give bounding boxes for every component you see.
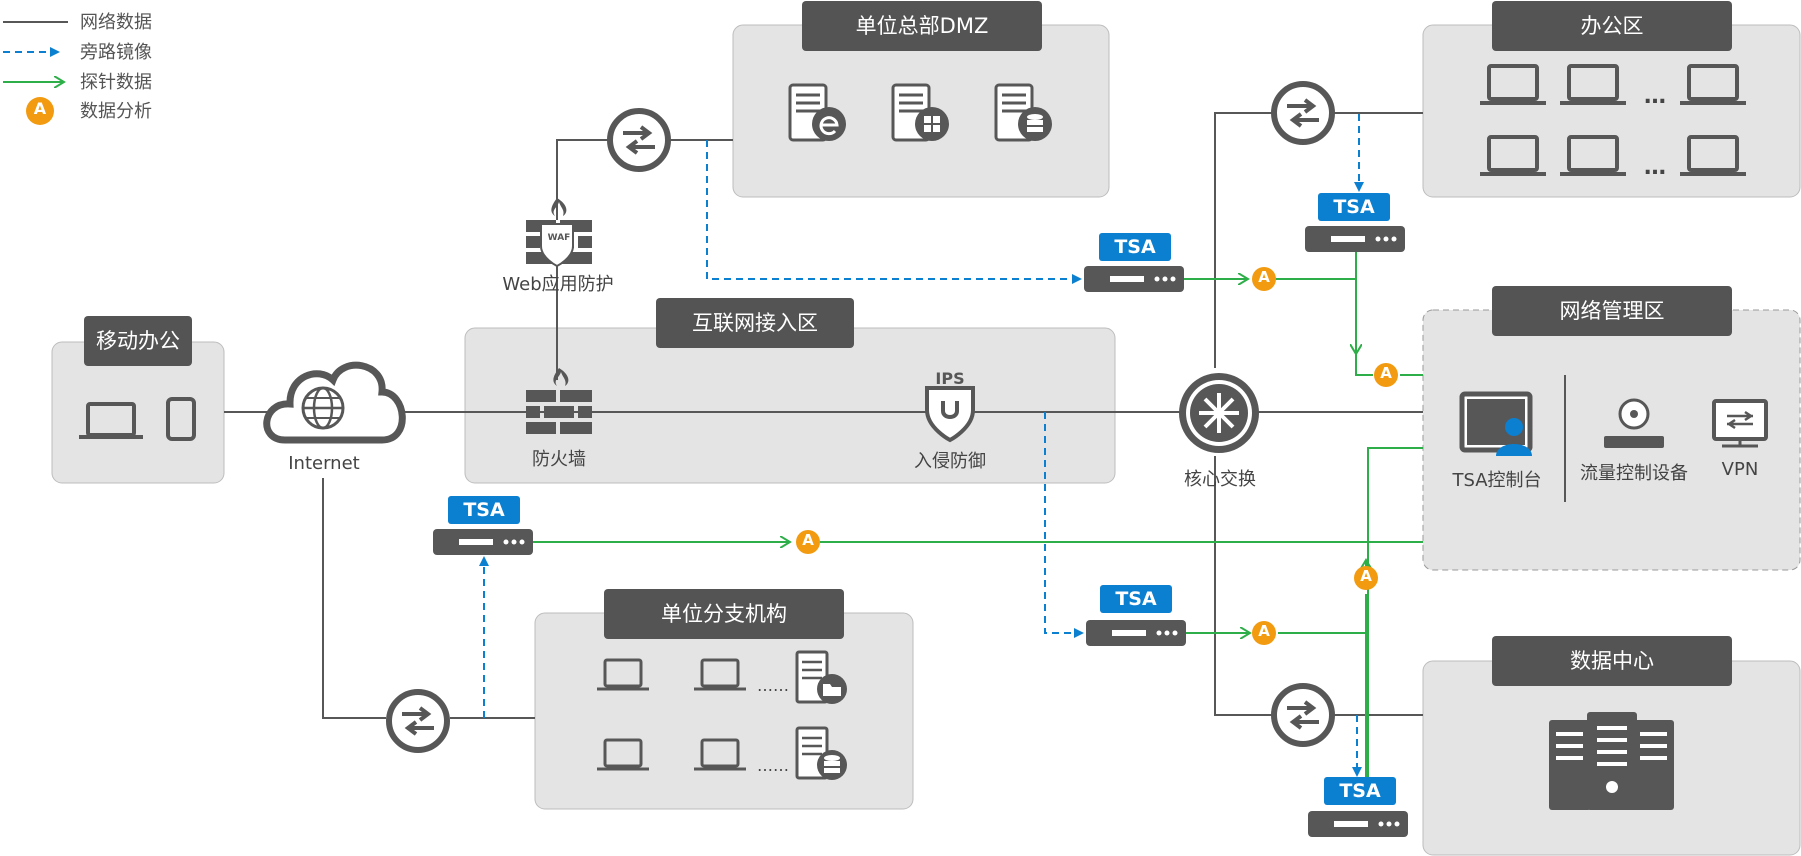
legend-label: 探针数据	[80, 72, 152, 93]
ips-shield-icon	[925, 386, 975, 443]
tsa-tag: TSA	[1099, 233, 1171, 261]
tsa-device	[1305, 226, 1405, 252]
vpn-icon	[1712, 399, 1768, 448]
cloud-icon	[263, 361, 406, 444]
analysis-marker-label: A	[1258, 622, 1270, 640]
analysis-marker-label: A	[1380, 364, 1392, 382]
zone-title-mobile: 移动办公	[84, 316, 192, 366]
legend-data-analysis: 数据分析	[0, 101, 200, 123]
waf-label: Web应用防护	[502, 274, 614, 295]
branch-dots: ……	[757, 756, 789, 775]
analysis-marker-label: A	[802, 531, 814, 549]
analysis-marker-label: A	[1258, 268, 1270, 286]
core-switch-icon	[1179, 373, 1259, 453]
firewall-icon	[526, 368, 592, 434]
legend-analysis-mark: A	[33, 99, 47, 118]
tsa-tag: TSA	[1324, 777, 1396, 805]
office-ellipsis: …	[1644, 84, 1666, 109]
legend-label: 网络数据	[80, 12, 152, 33]
network-data-lines	[224, 112, 1423, 719]
vpn-label: VPN	[1721, 459, 1759, 480]
windows-server-icon	[891, 83, 949, 142]
zone-title-branch: 单位分支机构	[604, 589, 844, 639]
waf-badge: WAF	[547, 233, 571, 243]
tsa-tag: TSA	[1318, 193, 1390, 221]
tsa-device	[433, 529, 533, 555]
probe-data-lines	[533, 251, 1423, 790]
tsa-console-icon	[1459, 391, 1533, 456]
flow-control-icon	[1604, 398, 1664, 448]
ips-label: 入侵防御	[914, 451, 986, 472]
legend-bypass-mirror: 旁路镜像	[0, 42, 200, 64]
legend-symbols	[3, 21, 68, 125]
tsa-device	[1308, 811, 1408, 837]
internet-label: Internet	[288, 453, 360, 474]
router-icon	[1271, 683, 1335, 747]
router-icon	[607, 108, 671, 172]
datacenter-servers-icon	[1549, 712, 1674, 810]
branch-dots: ……	[757, 676, 789, 695]
firewall-label: 防火墙	[532, 449, 586, 470]
legend-label: 数据分析	[80, 101, 152, 122]
tsa-tag: TSA	[448, 496, 520, 524]
legend-label: 旁路镜像	[80, 42, 152, 63]
router-icon	[1271, 81, 1335, 145]
file-server-icon	[795, 650, 847, 704]
zone-title-office: 办公区	[1492, 1, 1732, 51]
core-switch-label: 核心交换	[1184, 469, 1256, 490]
office-ellipsis: …	[1644, 155, 1666, 180]
database-server-icon	[994, 83, 1052, 142]
waf-firewall-icon	[526, 198, 592, 268]
router-icon	[386, 689, 450, 753]
zone-title-datacenter: 数据中心	[1492, 636, 1732, 686]
legend-network-data: 网络数据	[0, 12, 200, 34]
tsa-device	[1086, 620, 1186, 646]
ips-badge: IPS	[935, 369, 965, 388]
tsa-console-label: TSA控制台	[1452, 470, 1542, 491]
zone-branch	[534, 612, 914, 810]
bypass-mirror-lines	[479, 114, 1364, 777]
tsa-tag: TSA	[1100, 585, 1172, 613]
zone-title-internet-access: 互联网接入区	[656, 298, 854, 348]
flow-control-label: 流量控制设备	[1580, 463, 1688, 484]
analysis-marker-label: A	[1360, 567, 1372, 585]
zone-title-dmz: 单位总部DMZ	[802, 1, 1042, 51]
legend-probe-data: 探针数据	[0, 72, 200, 94]
branch-devices	[597, 658, 746, 771]
analysis-markers	[796, 267, 1398, 645]
office-laptops	[1480, 64, 1746, 176]
mobile-devices	[79, 397, 196, 441]
zone-title-network-mgmt: 网络管理区	[1492, 286, 1732, 336]
tsa-device	[1084, 266, 1184, 292]
branch-database-icon	[795, 726, 847, 780]
web-server-icon	[788, 83, 846, 142]
